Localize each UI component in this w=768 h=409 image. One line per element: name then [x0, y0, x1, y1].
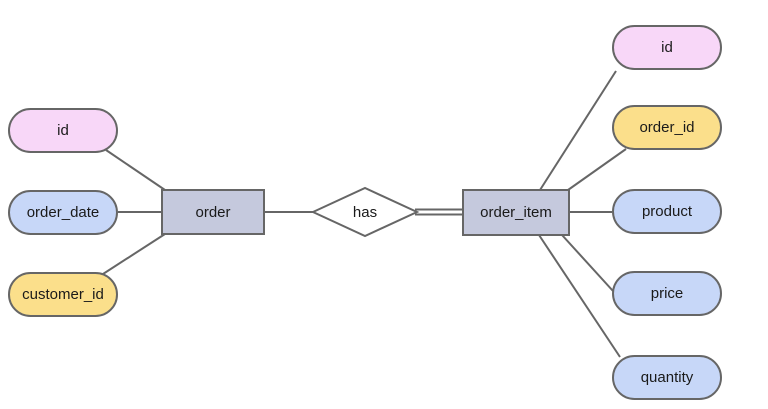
- attribute-order-item-id[interactable]: id: [612, 25, 722, 70]
- attribute-order-item-product[interactable]: product: [612, 189, 722, 234]
- edge-order-item-attr-quantity: [538, 234, 621, 358]
- attribute-order-item-price[interactable]: price: [612, 271, 722, 316]
- attribute-order-customer-id[interactable]: customer_id: [8, 272, 118, 317]
- attribute-order-item-quantity[interactable]: quantity: [612, 355, 722, 400]
- attribute-order-item-order-id[interactable]: order_id: [612, 105, 722, 150]
- relationship-has-label[interactable]: has: [352, 203, 378, 221]
- edge-order-item-attr-order-id: [567, 148, 627, 191]
- edge-order-attr-customer-id: [102, 233, 166, 275]
- entity-order[interactable]: order: [161, 189, 265, 235]
- edge-order-item-attr-price: [561, 234, 614, 292]
- edge-order-item-attr-id: [539, 70, 617, 191]
- entity-order-item[interactable]: order_item: [462, 189, 570, 236]
- edge-order-attr-id: [105, 149, 166, 191]
- attribute-order-id[interactable]: id: [8, 108, 118, 153]
- attribute-order-order-date[interactable]: order_date: [8, 190, 118, 235]
- relationship-has-diamond[interactable]: [310, 186, 420, 238]
